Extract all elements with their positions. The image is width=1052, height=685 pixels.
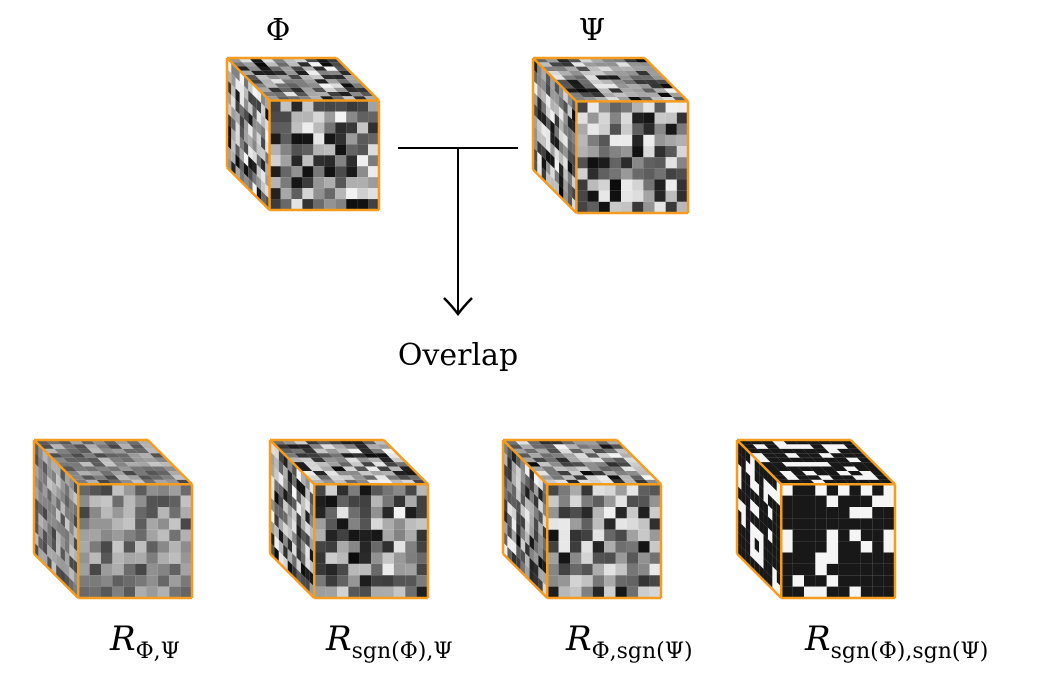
- label-main: R: [325, 619, 352, 659]
- cube-outline: [501, 438, 663, 600]
- label-main: R: [109, 619, 136, 659]
- cube-outline: [735, 438, 897, 600]
- cube-outline: [268, 438, 430, 600]
- overlap-label: Overlap: [398, 338, 518, 373]
- cube-outline: [531, 56, 690, 215]
- cube-outline: [32, 438, 194, 600]
- arrowhead-icon: [443, 297, 473, 317]
- output-cube-r-phi-sgnpsi: [501, 438, 663, 600]
- label-r-sgnphi-psi: Rsgn(Φ),Ψ: [325, 619, 453, 664]
- phi-cube: [225, 56, 381, 212]
- output-cube-r-phi-psi: [32, 438, 194, 600]
- label-main: R: [804, 619, 831, 659]
- psi-label: Ψ: [579, 13, 605, 48]
- label-subscript: Φ,Ψ: [136, 639, 180, 664]
- label-main: R: [565, 619, 592, 659]
- label-r-phi-psi: RΦ,Ψ: [109, 619, 180, 664]
- overlap-connector: [398, 147, 518, 317]
- label-r-phi-sgnpsi: RΦ,sgn(Ψ): [565, 619, 693, 664]
- label-r-sgnphi-sgnpsi: Rsgn(Φ),sgn(Ψ): [804, 619, 988, 664]
- side-face: [503, 440, 548, 598]
- label-subscript: sgn(Φ),sgn(Ψ): [831, 639, 989, 664]
- psi-cube: [531, 56, 690, 215]
- front-face: [314, 484, 428, 598]
- cube-outline: [225, 56, 381, 212]
- side-face: [737, 440, 782, 598]
- front-face: [781, 484, 895, 598]
- output-cube-r-sgnphi-psi: [268, 438, 430, 600]
- top-face: [227, 58, 379, 101]
- label-subscript: Φ,sgn(Ψ): [592, 639, 693, 664]
- side-face: [34, 440, 79, 598]
- front-face: [576, 101, 688, 213]
- output-cube-r-sgnphi-sgnpsi: [735, 438, 897, 600]
- front-face: [269, 100, 379, 210]
- phi-label: Φ: [266, 13, 291, 48]
- front-face: [78, 484, 192, 598]
- front-face: [547, 484, 661, 598]
- top-face: [533, 58, 688, 102]
- label-subscript: sgn(Φ),Ψ: [352, 639, 453, 664]
